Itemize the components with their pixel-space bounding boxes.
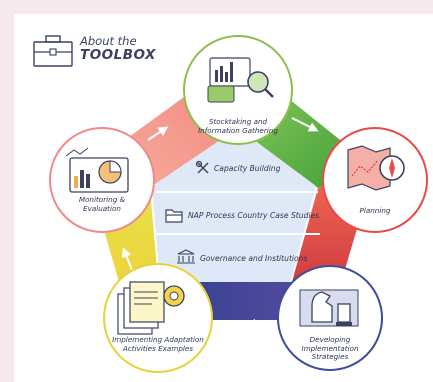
tools-icon xyxy=(195,160,209,174)
map-compass-icon xyxy=(347,145,405,191)
bank-building-icon xyxy=(177,249,195,264)
arrow-stocktaking-to-planning xyxy=(291,117,319,132)
node-developing[interactable] xyxy=(277,265,383,371)
node-label-monitoring: Monitoring & Evaluation xyxy=(78,195,126,213)
node-stocktaking[interactable] xyxy=(183,35,293,145)
center-area xyxy=(152,128,316,282)
toolbox-heading[interactable]: About the TOOLBOX xyxy=(34,34,174,68)
charts-magnifier-icon xyxy=(207,57,274,103)
arrow-monitoring-to-stocktaking xyxy=(147,126,169,141)
node-planning[interactable] xyxy=(322,127,428,233)
heading-line-2: TOOLBOX xyxy=(80,47,156,63)
documents-gear-icon xyxy=(117,281,185,335)
center-item-governance[interactable]: Governance and Institutions xyxy=(200,254,308,263)
node-label-implementing: Implementing Adaptation Activities Examp… xyxy=(112,335,204,353)
node-label-stocktaking: Stocktaking and Information Gathering xyxy=(198,117,278,135)
folder-icon xyxy=(165,209,183,223)
arrow-implementing-to-monitoring xyxy=(121,247,133,271)
monitor-charts-icon xyxy=(65,147,129,193)
center-item-capacity-building[interactable]: Capacity Building xyxy=(214,164,281,173)
node-label-planning: Planning xyxy=(359,206,391,215)
node-implementing[interactable] xyxy=(103,263,213,373)
toolbox-icon xyxy=(33,35,73,67)
chess-pieces-icon xyxy=(299,289,359,327)
heading-line-1: About the xyxy=(80,34,137,48)
center-item-nap-case-studies[interactable]: NAP Process Country Case Studies xyxy=(188,211,320,220)
node-monitoring[interactable] xyxy=(49,127,155,233)
node-label-developing: Developing Implementation Strategies xyxy=(301,335,359,362)
